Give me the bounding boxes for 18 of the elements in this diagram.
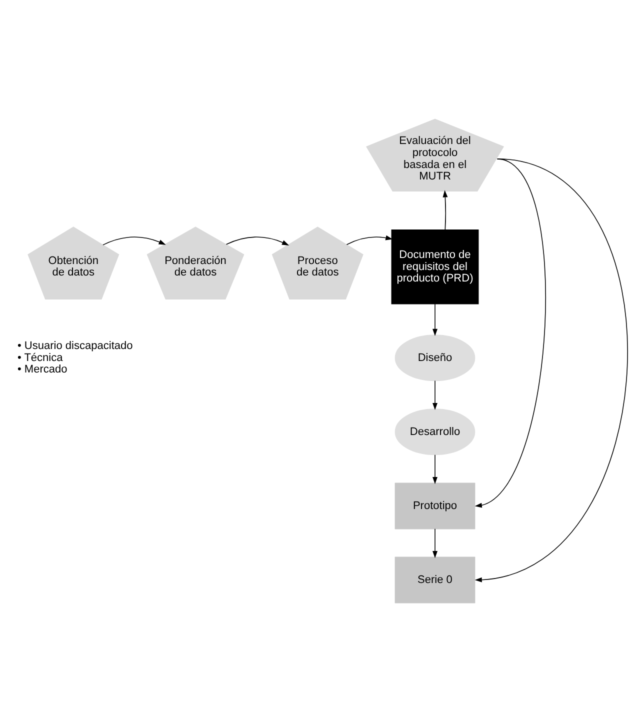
node-box: Serie 0 [394, 556, 476, 604]
arrow [474, 158, 546, 508]
arrow [432, 454, 438, 484]
node-ellipse: Diseño [394, 334, 476, 382]
node-label: • Mercado [17, 364, 68, 376]
node-label: • Técnica [17, 352, 63, 364]
arrow [474, 158, 628, 582]
node-ellipse: Desarrollo [394, 408, 476, 456]
node-box: Prototipo [394, 482, 476, 530]
arrow [226, 236, 290, 246]
arrow [432, 528, 438, 558]
arrow [102, 236, 166, 246]
arrow [432, 380, 438, 410]
arrow [442, 190, 448, 230]
arrow [346, 235, 393, 245]
node-box: Documento de requisitos del producto (PRD) [391, 229, 479, 304]
node-label: • Usuario discapacitado [17, 340, 133, 352]
arrow [432, 304, 438, 336]
